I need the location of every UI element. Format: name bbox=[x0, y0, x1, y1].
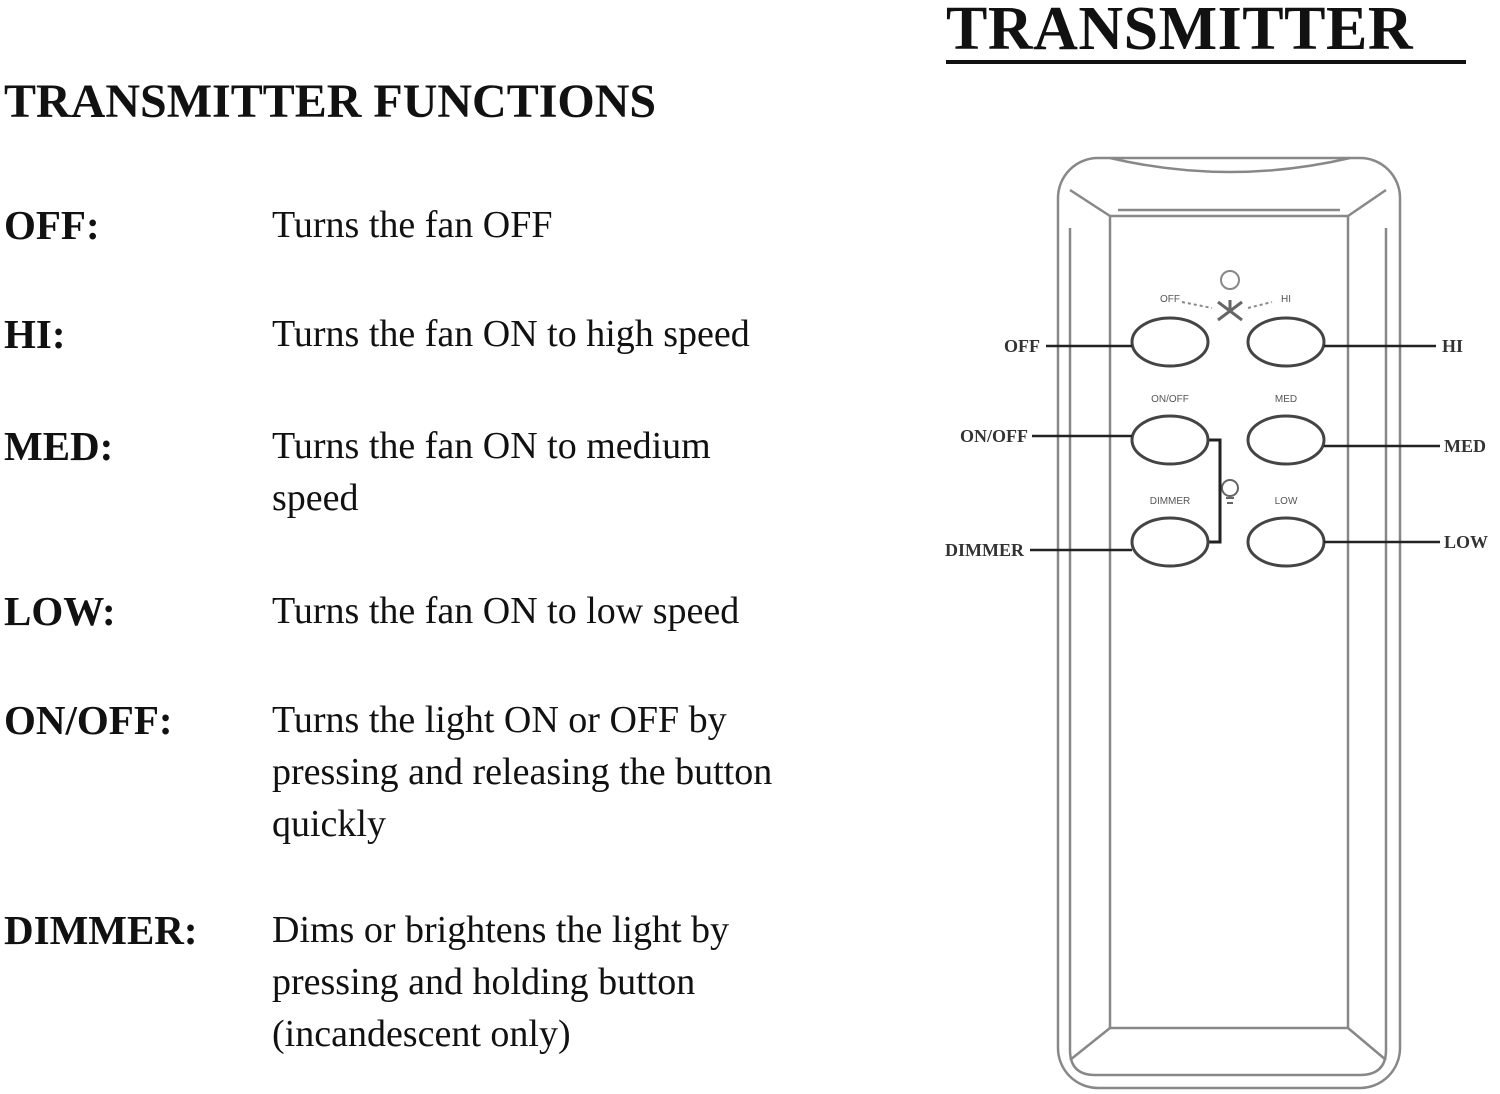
callout-low: LOW bbox=[1444, 532, 1488, 552]
remote-body bbox=[1056, 156, 1402, 1090]
hi-button[interactable] bbox=[1246, 316, 1326, 368]
fan-icon bbox=[1217, 300, 1243, 322]
function-label: HI: bbox=[4, 311, 66, 357]
indicator-led-icon bbox=[1220, 270, 1240, 290]
button-label-off: OFF bbox=[1160, 294, 1180, 305]
button-label-hi: HI bbox=[1281, 294, 1291, 305]
button-label-med: MED bbox=[1275, 394, 1297, 405]
button-label-on-off: ON/OFF bbox=[1151, 394, 1189, 405]
callout-hi: HI bbox=[1442, 336, 1463, 356]
function-label: DIMMER: bbox=[4, 907, 198, 953]
function-description: Turns the fan ON to high speed bbox=[272, 313, 750, 355]
callout-lines bbox=[1030, 344, 1440, 552]
button-label-dimmer: DIMMER bbox=[1150, 496, 1191, 507]
callout-on-off: ON/OFF bbox=[960, 426, 1028, 446]
section-heading: TRANSMITTER FUNCTIONS bbox=[4, 75, 657, 128]
title-underline bbox=[946, 60, 1466, 64]
function-description: Dims or brightens the light by pressing … bbox=[272, 909, 730, 1055]
function-description: Turns the fan OFF bbox=[272, 204, 553, 246]
function-description: Turns the fan ON to medium speed bbox=[272, 425, 711, 519]
function-description: Turns the light ON or OFF by pressing an… bbox=[272, 699, 773, 845]
low-button[interactable] bbox=[1246, 516, 1326, 568]
button-label-low: LOW bbox=[1275, 496, 1298, 507]
callout-med: MED bbox=[1444, 436, 1486, 456]
remote-diagram: OFF HI ON/OFF MED DIMMER LOW OFF ON/OFF … bbox=[945, 156, 1488, 1090]
on-off-button[interactable] bbox=[1130, 414, 1210, 466]
callout-off: OFF bbox=[1004, 336, 1040, 356]
page-title: TRANSMITTER bbox=[946, 0, 1414, 63]
light-bulb-icon bbox=[1221, 479, 1239, 504]
off-button[interactable] bbox=[1130, 316, 1210, 368]
med-button[interactable] bbox=[1246, 414, 1326, 466]
callout-dimmer: DIMMER bbox=[945, 540, 1025, 560]
function-label: ON/OFF: bbox=[4, 697, 173, 743]
function-label: OFF: bbox=[4, 202, 100, 248]
function-description: Turns the fan ON to low speed bbox=[272, 590, 740, 632]
dimmer-button[interactable] bbox=[1130, 516, 1210, 568]
function-label: MED: bbox=[4, 423, 114, 469]
function-label: LOW: bbox=[4, 588, 116, 634]
